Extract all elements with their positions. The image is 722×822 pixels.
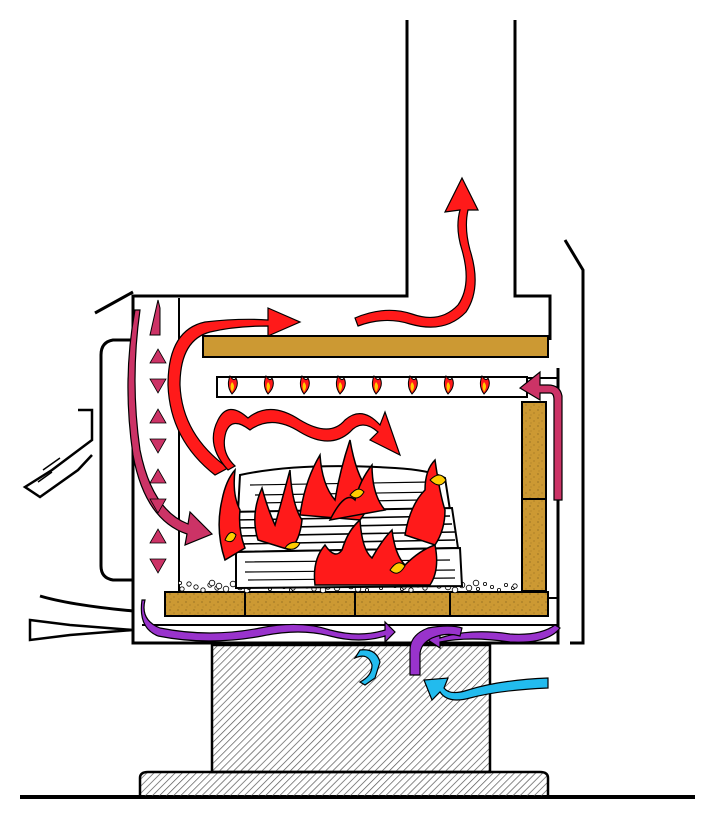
flame-jet-icon — [227, 374, 490, 395]
chimney-flue — [405, 20, 517, 280]
ash-ember — [451, 586, 459, 594]
ash-ember — [472, 579, 480, 587]
secondary-air-marker — [149, 558, 167, 574]
secondary-air-marker — [149, 498, 167, 514]
base-plate — [138, 770, 550, 799]
ash-ember — [465, 584, 473, 592]
ash-ember — [229, 580, 237, 588]
handle-icon — [22, 408, 94, 499]
secondary-air-marker — [149, 348, 167, 364]
ash-ember — [208, 579, 216, 587]
fire-flames — [218, 439, 447, 586]
ash-ember — [475, 587, 480, 592]
pedestal — [210, 643, 492, 774]
lever-icon — [28, 594, 134, 642]
intake-air-arrows — [353, 649, 549, 702]
ash-ember — [179, 586, 185, 592]
ash-ember — [177, 581, 182, 586]
hearth-firebrick — [164, 591, 549, 617]
burner-jet-core — [230, 382, 234, 392]
ash-ember — [489, 585, 494, 590]
burner-jet-core — [374, 382, 378, 392]
ash-ember — [186, 581, 192, 587]
ash-ember — [496, 588, 501, 593]
secondary-air-marker — [149, 408, 167, 424]
secondary-air-arrows — [127, 299, 563, 574]
ash-ember — [200, 587, 206, 593]
ash-ember — [222, 585, 230, 593]
ash-ember — [215, 582, 223, 590]
rear-heat-shield — [563, 239, 585, 645]
secondary-air-marker — [149, 528, 167, 544]
top-baffle-brick — [202, 335, 549, 358]
flue-gas-arrows — [167, 176, 479, 476]
burner-jet-core — [446, 382, 450, 392]
ash-ember — [482, 582, 487, 587]
ash-ember — [503, 583, 508, 588]
secondary-air-marker — [149, 438, 167, 454]
burner-jet-core — [266, 382, 270, 392]
ash-ember — [193, 584, 199, 590]
burner-jet-core — [302, 382, 306, 392]
secondary-air-marker — [149, 468, 167, 484]
ash-ember — [408, 587, 414, 593]
side-firebrick — [521, 401, 547, 592]
ash-ember — [512, 583, 518, 589]
front-door-frame — [94, 290, 134, 582]
burner-jet-core — [410, 382, 414, 392]
primary-air-arrows — [140, 599, 561, 676]
burner-jet-core — [338, 382, 342, 392]
secondary-air-marker — [149, 378, 167, 394]
burner-jet-core — [482, 382, 486, 392]
ash-ember — [364, 588, 369, 593]
